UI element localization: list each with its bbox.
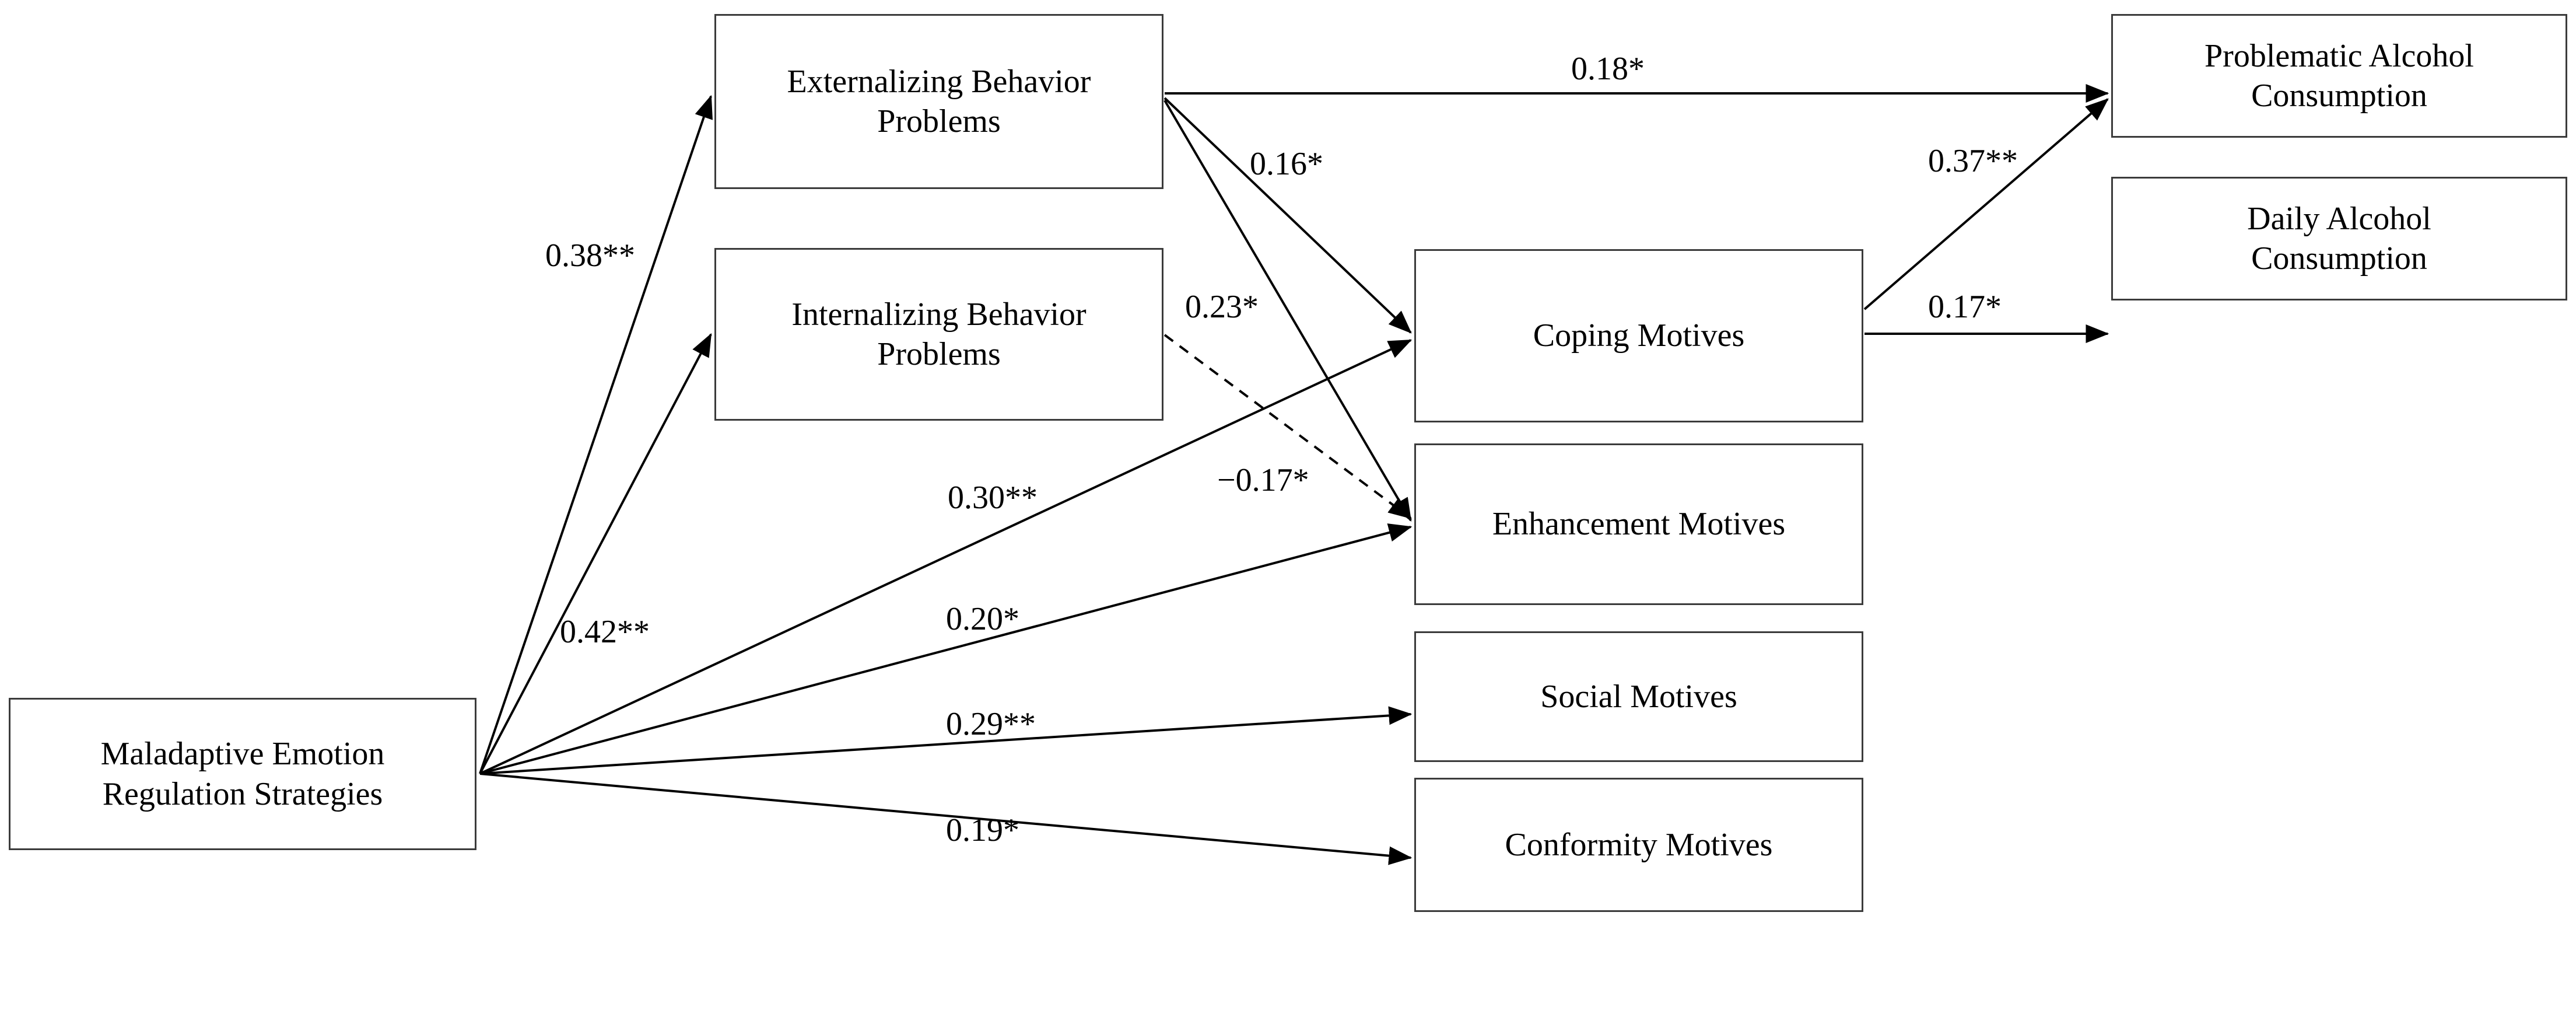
node-externalizing-behavior-problems[interactable]: Externalizing Behavior Problems (714, 14, 1163, 189)
edge-label-merst-to-conformity: 0.19* (946, 812, 1019, 848)
edge-label-merst-to-coping: 0.30** (948, 480, 1038, 516)
edge-label-coping-to-problematic: 0.37** (1928, 143, 2018, 179)
node-maladaptive-emotion-regulation-strategies[interactable]: Maladaptive Emotion Regulation Strategie… (9, 698, 476, 850)
node-label: Enhancement Motives (1492, 506, 1786, 543)
edge-label-ext-to-coping: 0.16* (1250, 146, 1323, 182)
edge-label-ext-to-enhancement: 0.23* (1185, 289, 1259, 325)
edge-label-merst-to-int: 0.42** (560, 614, 650, 650)
edge-merst-to-ext (479, 95, 713, 774)
edge-label-merst-to-enhancement: 0.20* (946, 601, 1019, 637)
edge-merst-to-int (479, 333, 712, 774)
node-enhancement-motives[interactable]: Enhancement Motives (1414, 443, 1863, 605)
node-label: Daily Alcohol Consumption (2247, 200, 2431, 277)
node-label: Internalizing Behavior Problems (791, 296, 1087, 372)
edge-merst-to-conformity (479, 773, 1413, 865)
node-internalizing-behavior-problems[interactable]: Internalizing Behavior Problems (714, 248, 1163, 421)
edge-merst-to-social (479, 706, 1413, 775)
node-label: Conformity Motives (1505, 826, 1773, 863)
edge-label-int-to-enhancement: −0.17* (1217, 462, 1309, 498)
node-label: Social Motives (1540, 678, 1737, 715)
node-label: Problematic Alcohol Consumption (2205, 37, 2474, 114)
node-label: Externalizing Behavior Problems (787, 63, 1091, 139)
edge-merst-to-enhancement (479, 523, 1413, 775)
edge-label-coping-to-daily: 0.17* (1928, 289, 2002, 325)
node-daily-alcohol-consumption[interactable]: Daily Alcohol Consumption (2111, 177, 2567, 300)
edge-label-ext-to-problematic: 0.18* (1571, 51, 1645, 87)
node-social-motives[interactable]: Social Motives (1414, 631, 1863, 762)
node-conformity-motives[interactable]: Conformity Motives (1414, 778, 1863, 912)
edge-label-merst-to-social: 0.29** (946, 706, 1036, 742)
node-problematic-alcohol-consumption[interactable]: Problematic Alcohol Consumption (2111, 14, 2567, 138)
node-label: Maladaptive Emotion Regulation Strategie… (100, 736, 385, 812)
node-coping-motives[interactable]: Coping Motives (1414, 249, 1863, 422)
edge-coping-to-problematic (1863, 98, 2109, 310)
node-label: Coping Motives (1533, 317, 1745, 354)
edge-label-merst-to-ext: 0.38** (545, 237, 635, 274)
